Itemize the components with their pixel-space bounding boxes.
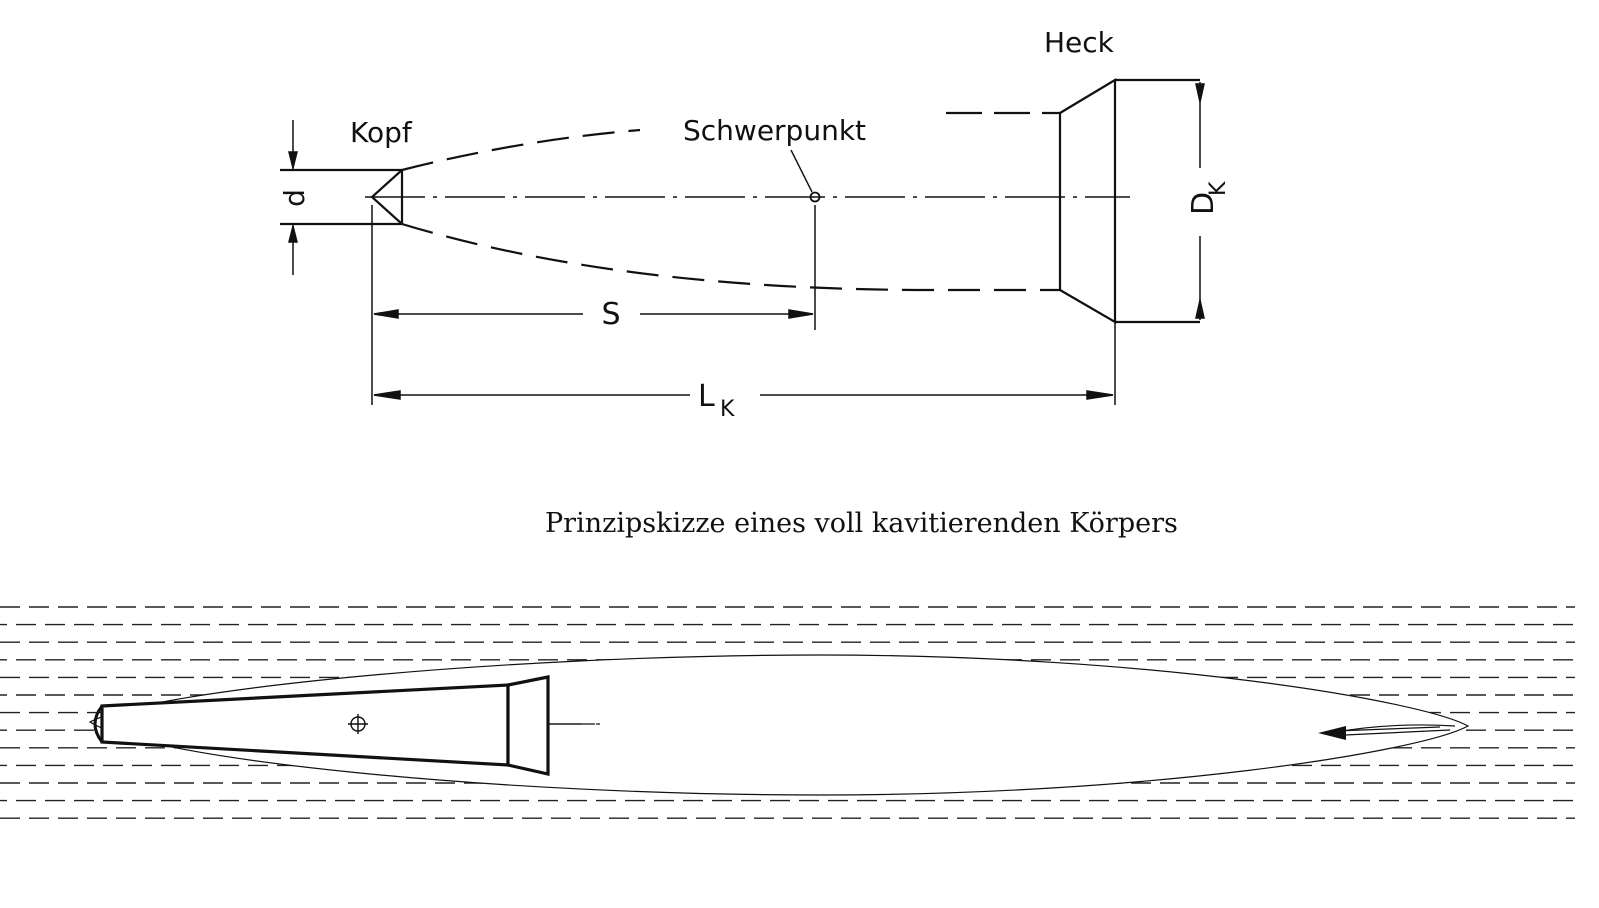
reentrant-jet: [1318, 724, 1456, 740]
cavitating-body: [93, 675, 595, 776]
tail-section: [1058, 78, 1200, 324]
dim-s: [371, 205, 816, 405]
cavity-illustration: [0, 606, 1575, 819]
label-d: d: [278, 189, 311, 207]
body-schematic: [280, 78, 1205, 405]
body-outline-upper: [401, 128, 641, 172]
label-heck: Heck: [1044, 26, 1115, 59]
head-cone: [280, 168, 404, 226]
label-schwerpunkt: Schwerpunkt: [683, 114, 866, 147]
label-lk: L: [698, 379, 715, 414]
cog-crosshair: [348, 714, 368, 734]
label-dk: D: [1186, 192, 1221, 215]
dim-d: [288, 120, 298, 275]
dim-lk: [373, 322, 1116, 405]
caption: Prinzipskizze eines voll kavitierenden K…: [545, 508, 1178, 539]
schwerpunkt-leader: [790, 149, 813, 193]
label-kopf: Kopf: [350, 116, 413, 149]
dim-dk: [1195, 82, 1205, 320]
center-of-gravity-marker: [809, 191, 821, 203]
body-outline-lower: [401, 222, 1060, 292]
label-s: S: [601, 297, 620, 332]
label-dk-sub: K: [1206, 181, 1231, 196]
label-lk-sub: K: [720, 397, 735, 422]
